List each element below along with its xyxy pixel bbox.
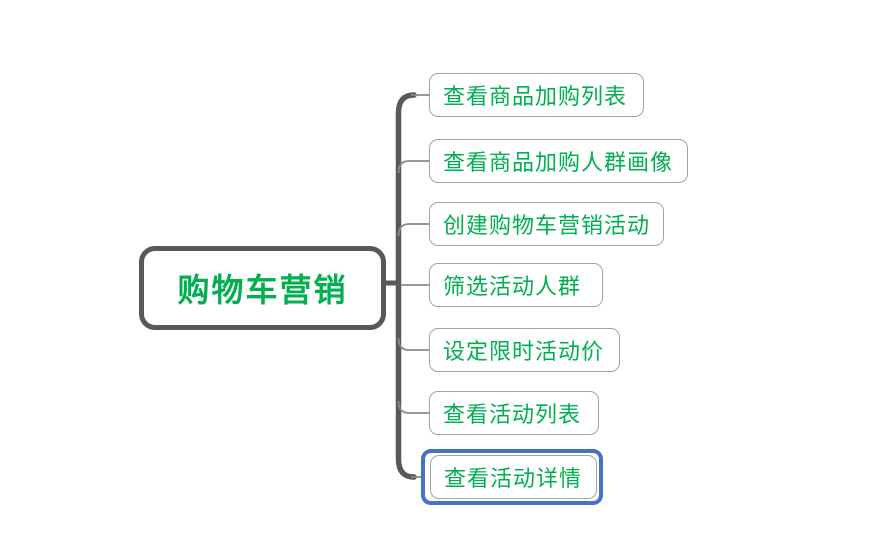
subtopic-7-label: 查看活动详情 bbox=[444, 466, 583, 491]
root-topic-label: 购物车营销 bbox=[177, 272, 348, 308]
spine-line bbox=[395, 92, 417, 480]
branch-line-6 bbox=[397, 400, 429, 414]
subtopic-5-label: 设定限时活动价 bbox=[443, 339, 605, 364]
subtopic-1-label: 查看商品加购列表 bbox=[443, 84, 628, 109]
subtopic-2-label: 查看商品加购人群画像 bbox=[443, 150, 674, 175]
subtopic-5[interactable]: 设定限时活动价 bbox=[429, 328, 620, 372]
subtopic-4-label: 筛选活动人群 bbox=[443, 274, 582, 299]
root-topic[interactable]: 购物车营销 bbox=[139, 246, 386, 330]
subtopic-6-label: 查看活动列表 bbox=[443, 402, 582, 427]
subtopic-7[interactable]: 查看活动详情 bbox=[430, 455, 597, 499]
subtopic-3[interactable]: 创建购物车营销活动 bbox=[429, 202, 664, 246]
subtopic-2[interactable]: 查看商品加购人群画像 bbox=[429, 139, 688, 183]
branch-line-2 bbox=[397, 160, 429, 174]
branch-line-3 bbox=[397, 223, 429, 237]
subtopic-3-label: 创建购物车营销活动 bbox=[443, 213, 651, 238]
subtopic-4[interactable]: 筛选活动人群 bbox=[429, 263, 603, 307]
branch-line-5 bbox=[397, 337, 429, 351]
subtopic-6[interactable]: 查看活动列表 bbox=[429, 391, 599, 435]
subtopic-1[interactable]: 查看商品加购列表 bbox=[429, 73, 644, 117]
